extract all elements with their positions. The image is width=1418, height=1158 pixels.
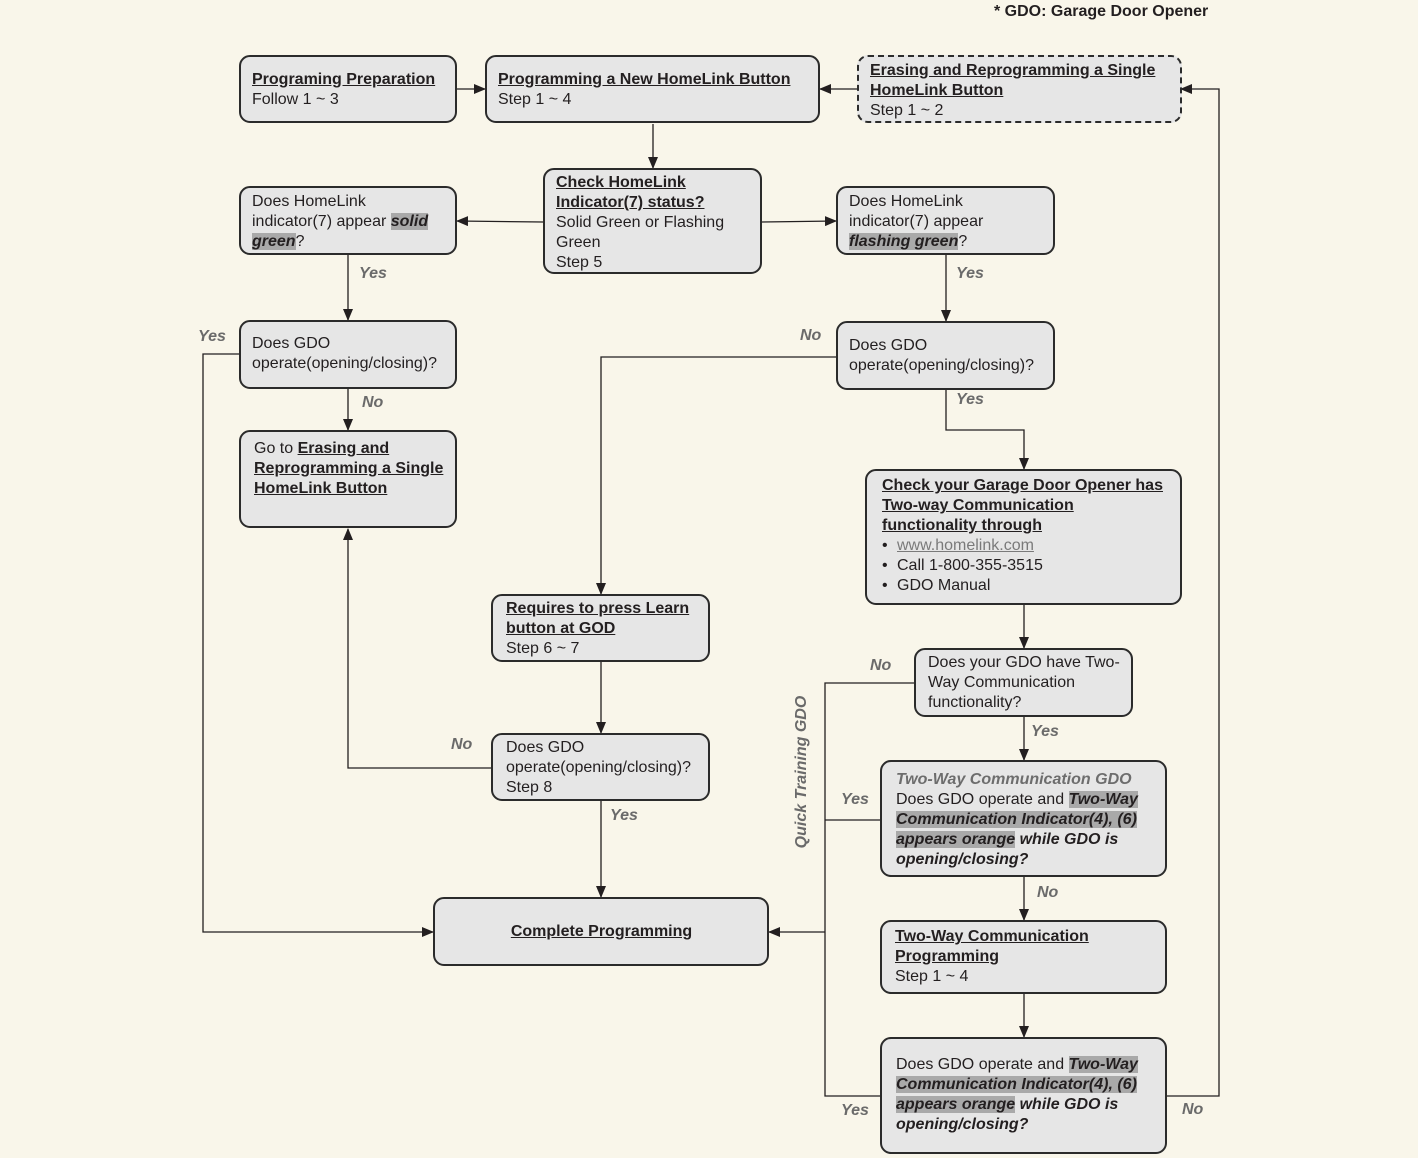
edge-operate-right-yes [945, 390, 1029, 470]
node-two-way-gdo: Two-Way Communication GDO Does GDO opera… [880, 760, 1167, 877]
node-subtitle: Step 1 ~ 4 [498, 91, 572, 108]
node-has-two-way: Does your GDO have Two-Way Communication… [914, 648, 1133, 717]
quick-training-text: Quick Training GDO [793, 695, 810, 849]
flashing-green-emphasis: flashing green [849, 233, 959, 250]
node-text: Solid Green or Flashing Green [556, 214, 725, 251]
node-press-learn-button: Requires to press Learn button at GOD St… [491, 594, 710, 662]
node-final-check: Does GDO operate and Two-Way Communicati… [880, 1037, 1167, 1154]
node-solid-green-question: Does HomeLink indicator(7) appear solid … [239, 186, 457, 255]
node-title: Requires to press Learn button at GOD [506, 600, 690, 637]
gdo-manual: GDO Manual [897, 577, 991, 594]
node-text-end: ? [295, 233, 305, 250]
node-text-end: while GDO is opening/closing? [896, 831, 1119, 868]
node-programming-new-button: Programming a New HomeLink Button Step 1… [485, 55, 820, 123]
edge-operate-left-yes [202, 353, 434, 937]
label-no-has-two-way: No [870, 657, 892, 674]
node-title: Erasing and Reprogramming a Single HomeL… [870, 62, 1156, 99]
label-no-step8: No [451, 736, 473, 753]
node-step: Step 5 [556, 254, 603, 271]
node-text: Does GDO operate and [896, 1056, 1069, 1073]
label-no-two-way-gdo: No [1037, 884, 1059, 901]
label-no-right-operate: No [800, 327, 822, 344]
label-yes-flashing: Yes [956, 265, 984, 282]
label-yes-step8: Yes [610, 807, 638, 824]
edge-check-to-solid [456, 216, 544, 227]
node-heading: Two-Way Communication GDO [896, 771, 1132, 788]
homelink-website-link[interactable]: www.homelink.com [897, 537, 1034, 554]
edge-quick-training-bus [824, 682, 914, 1097]
node-subtitle: Follow 1 ~ 3 [252, 91, 339, 108]
erasing-link-text: Erasing and Reprogramming a Single HomeL… [254, 440, 444, 497]
gdo-footnote: * GDO: Garage Door Opener [994, 3, 1209, 20]
check-sources-list: www.homelink.com Call 1-800-355-3515 GDO… [882, 536, 1168, 596]
node-title: Programming a New HomeLink Button [498, 71, 791, 88]
node-check-two-way: Check your Garage Door Opener has Two-wa… [865, 469, 1182, 605]
phone-number: Call 1-800-355-3515 [897, 557, 1043, 574]
label-yes-final: Yes [841, 1102, 869, 1119]
node-text: Go to [254, 440, 298, 457]
node-text: Does HomeLink indicator(7) appear [849, 193, 984, 230]
node-text-end: while GDO is opening/closing? [896, 1096, 1119, 1133]
node-text: Does GDO operate(opening/closing)? [506, 739, 692, 776]
node-erasing-reprogramming: Erasing and Reprogramming a Single HomeL… [857, 55, 1182, 123]
node-subtitle: Step 8 [506, 779, 553, 796]
label-no-final: No [1182, 1101, 1204, 1118]
node-title: Check your Garage Door Opener has Two-wa… [882, 477, 1163, 534]
edge-operate-right-no [596, 356, 836, 595]
node-text: Does your GDO have Two-Way Communication… [928, 654, 1120, 711]
edge-step8-no [343, 528, 491, 769]
node-gdo-operate-right: Does GDO operate(opening/closing)? [836, 321, 1055, 390]
node-gdo-operate-step8: Does GDO operate(opening/closing)? Step … [491, 733, 710, 801]
node-text-end: ? [958, 233, 968, 250]
node-check-indicator: Check HomeLink Indicator(7) status? Soli… [543, 168, 762, 274]
node-programming-preparation: Programing Preparation Follow 1 ~ 3 [239, 55, 457, 123]
node-two-way-programming: Two-Way Communication Programming Step 1… [880, 920, 1167, 994]
list-item[interactable]: www.homelink.com [882, 536, 1168, 556]
node-subtitle: Step 1 ~ 4 [895, 968, 969, 985]
label-yes-right-operate: Yes [956, 391, 984, 408]
label-yes-two-way-gdo: Yes [841, 791, 869, 808]
label-no-left-operate: No [362, 394, 384, 411]
node-subtitle: Step 6 ~ 7 [506, 640, 580, 657]
node-flashing-green-question: Does HomeLink indicator(7) appear flashi… [836, 186, 1055, 255]
node-goto-erasing: Go to Erasing and Reprogramming a Single… [239, 430, 457, 528]
node-gdo-operate-left: Does GDO operate(opening/closing)? [239, 320, 457, 389]
node-complete-programming: Complete Programming [433, 897, 769, 966]
edge-check-to-flashing [761, 216, 837, 227]
list-item: Call 1-800-355-3515 [882, 556, 1168, 576]
label-yes-has-two-way: Yes [1031, 723, 1059, 740]
node-subtitle: Step 1 ~ 2 [870, 102, 944, 119]
label-yes-solid: Yes [359, 265, 387, 282]
node-text: Does GDO operate(opening/closing)? [252, 335, 438, 372]
node-title: Complete Programming [510, 922, 693, 940]
node-text: Does HomeLink indicator(7) appear [252, 193, 391, 230]
label-yes-left-operate: Yes [198, 328, 226, 345]
node-title: Programing Preparation [252, 71, 436, 88]
list-item: GDO Manual [882, 576, 1168, 596]
node-title: Check HomeLink Indicator(7) status? [556, 174, 705, 211]
edge-final-no [1167, 84, 1220, 1097]
node-text: Does GDO operate and [896, 791, 1069, 808]
node-text: Does GDO operate(opening/closing)? [849, 337, 1035, 374]
node-title: Two-Way Communication Programming [895, 928, 1089, 965]
